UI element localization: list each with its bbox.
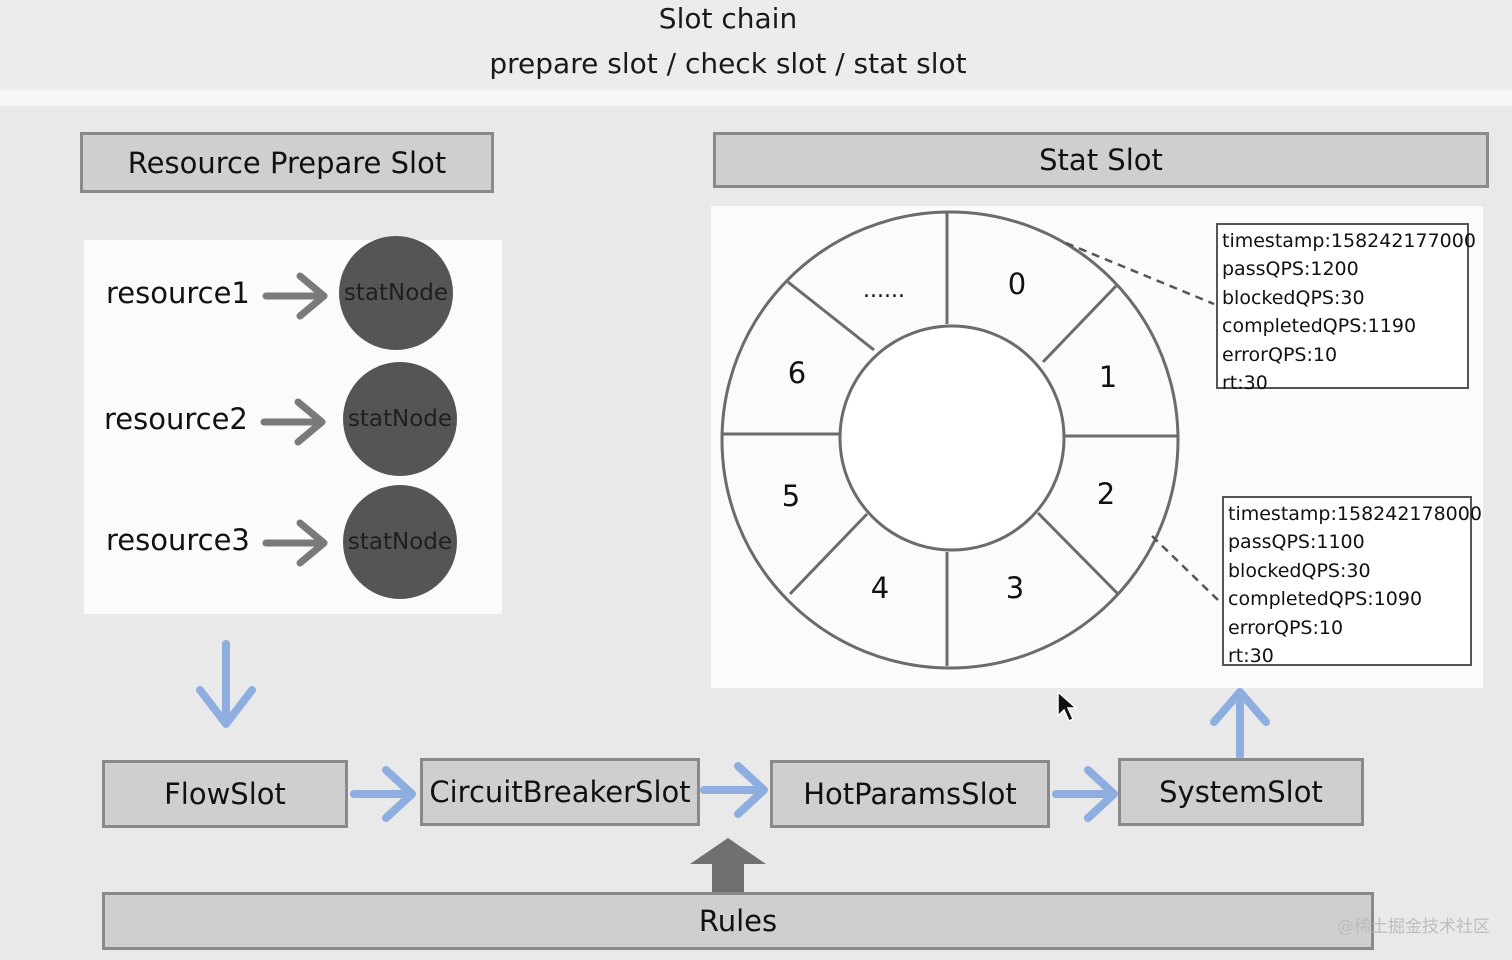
resource-label-3: resource3 (106, 523, 250, 557)
flow-slot: FlowSlot (102, 760, 348, 828)
resource-arrow-2 (260, 398, 326, 446)
chain-arrow-1 (350, 766, 416, 822)
info-line: timestamp:158242177000 (1222, 230, 1476, 252)
watermark: @稀土掘金技术社区 (1337, 917, 1490, 937)
info-line: passQPS:1100 (1228, 531, 1365, 554)
diagram-title: Slot chain (658, 2, 798, 35)
ring-buffer (720, 210, 1180, 670)
circuit-breaker-slot: CircuitBreakerSlot (420, 758, 700, 826)
chain-arrow-3 (1052, 766, 1118, 822)
info-line: errorQPS:10 (1222, 343, 1338, 366)
ring-divider (1041, 284, 1118, 364)
resource-arrow-3 (262, 519, 328, 567)
ring-divider (788, 512, 869, 596)
hot-params-slot: HotParamsSlot (770, 760, 1050, 828)
ring-label-1: 1 (1099, 360, 1117, 394)
info-line: passQPS:1200 (1222, 258, 1359, 281)
stat-slot: Stat Slot (713, 132, 1489, 188)
header-bar (0, 0, 1512, 90)
resource-arrow-1 (262, 272, 328, 320)
header-divider (0, 90, 1512, 106)
rules-bar: Rules (102, 892, 1374, 950)
info-line: blockedQPS:30 (1222, 286, 1365, 309)
info-line: rt:30 (1222, 372, 1268, 395)
stat-node-label: statNode (347, 529, 453, 555)
system-arrow-up (1210, 688, 1270, 760)
leader-line-bottom (1151, 535, 1219, 601)
mouse-cursor-icon (1057, 690, 1078, 723)
info-line: rt:30 (1228, 645, 1274, 668)
flow-arrow-down (196, 640, 256, 728)
stat-info-box-2: timestamp:158242178000 passQPS:1100 bloc… (1222, 496, 1482, 667)
chain-arrow-2 (700, 762, 768, 818)
stat-info-box-1: timestamp:158242177000 passQPS:1200 bloc… (1216, 223, 1476, 394)
info-line: blockedQPS:30 (1228, 559, 1371, 582)
ring-label-6: 6 (788, 356, 806, 390)
stat-node-1: statNode (339, 236, 453, 350)
ring-divider (1036, 511, 1120, 596)
diagram-subtitle: prepare slot / check slot / stat slot (489, 47, 967, 80)
ring-label-4: 4 (871, 571, 889, 605)
stat-node-3: statNode (343, 485, 457, 599)
resource-prepare-slot: Resource Prepare Slot (80, 132, 494, 193)
ring-label-ellipsis: ...... (863, 278, 905, 303)
ring-label-3: 3 (1006, 571, 1024, 605)
resource-label-1: resource1 (106, 276, 250, 310)
system-slot: SystemSlot (1118, 758, 1364, 826)
stat-node-label: statNode (343, 280, 449, 306)
info-line: completedQPS:1090 (1228, 588, 1423, 611)
resource-label-2: resource2 (104, 402, 248, 436)
rules-arrow-up (690, 838, 766, 894)
ring-label-2: 2 (1097, 477, 1115, 511)
ring-divider (787, 280, 875, 352)
info-line: timestamp:158242178000 (1228, 503, 1482, 525)
info-line: completedQPS:1190 (1222, 315, 1417, 338)
ring-inner (838, 324, 1066, 552)
ring-label-5: 5 (782, 479, 800, 513)
stat-node-label: statNode (347, 406, 453, 432)
leader-line-top (1065, 241, 1215, 306)
info-line: errorQPS:10 (1228, 616, 1344, 639)
stat-node-2: statNode (343, 362, 457, 476)
ring-outer (720, 210, 1180, 670)
ring-label-0: 0 (1008, 267, 1026, 301)
